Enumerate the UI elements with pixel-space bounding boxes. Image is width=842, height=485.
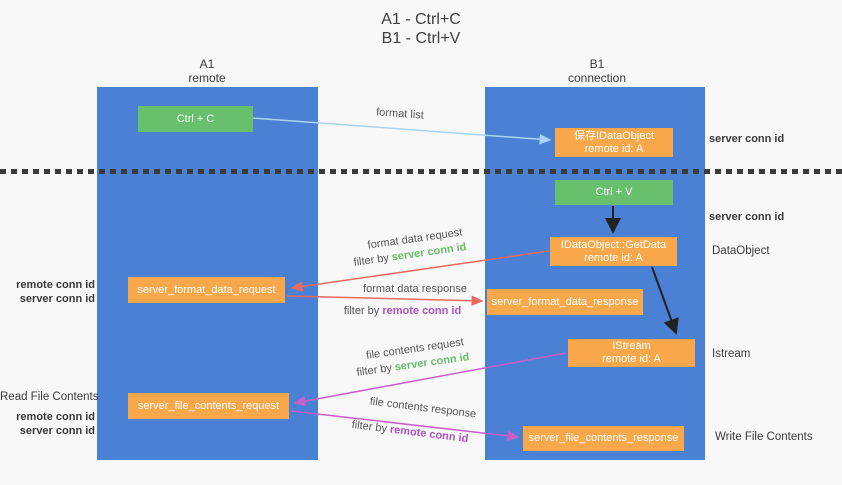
file-contents-response-filter-label: filter by remote conn id xyxy=(335,417,485,447)
ctrl-v-label: Ctrl + V xyxy=(595,186,633,198)
left-column-subtitle: remote xyxy=(188,71,226,85)
server-file-contents-request-label: server_file_contents_request xyxy=(137,399,280,412)
right-column-subtitle: connection xyxy=(567,71,627,85)
istream-line1: IStream xyxy=(612,340,651,352)
filter-by-text: filter by xyxy=(355,361,396,379)
format-data-response-filter-label: filter by remote conn id xyxy=(330,305,475,317)
save-idataobject-line2: remote id: A xyxy=(584,142,644,155)
diagram-title: A1 - Ctrl+C B1 - Ctrl+V xyxy=(0,10,842,48)
dataobject-annotation: DataObject xyxy=(712,245,770,257)
save-idataobject-line1: 保存IDataObject xyxy=(573,129,655,142)
filter-by-text: filter by xyxy=(352,251,393,269)
server-file-contents-response-label: server_file_contents_response xyxy=(528,432,679,444)
phase-separator-dotted-line xyxy=(0,169,842,174)
left-column-name: A1 xyxy=(199,57,215,71)
left-server-conn-id-bottom-label: server conn id xyxy=(19,425,95,437)
ctrl-c-node[interactable]: Ctrl + C xyxy=(138,106,253,132)
filter-by-text: filter by xyxy=(343,305,383,317)
remote-conn-id-text: remote conn id xyxy=(389,423,469,446)
left-remote-conn-id-top-label: remote conn id xyxy=(16,279,95,291)
server-file-contents-request-node[interactable]: server_file_contents_request xyxy=(128,393,289,419)
format-list-label: format list xyxy=(375,106,425,122)
file-contents-response-label: file contents response xyxy=(369,395,477,421)
title-line-2: B1 - Ctrl+V xyxy=(381,30,461,47)
write-file-contents-annotation: Write File Contents xyxy=(715,431,813,443)
left-column-header: A1 remote xyxy=(147,57,267,85)
format-data-response-label: format data response xyxy=(363,283,467,295)
server-format-data-request-label: server_format_data_request xyxy=(137,283,276,296)
left-remote-conn-id-bottom-label: remote conn id xyxy=(16,411,95,423)
getdata-line2: remote id: A xyxy=(584,251,643,264)
istream-line2: remote id: A xyxy=(602,353,661,365)
server-format-data-response-node[interactable]: server_format_data_response xyxy=(487,289,643,315)
remote-conn-id-text: remote conn id xyxy=(382,305,462,317)
server-format-data-response-label: server_format_data_response xyxy=(491,295,639,308)
title-line-1: A1 - Ctrl+C xyxy=(381,11,461,28)
filter-by-text: filter by xyxy=(351,418,391,436)
save-idataobject-node[interactable]: 保存IDataObject remote id: A xyxy=(555,128,673,157)
read-file-contents-annotation: Read File Contents xyxy=(0,391,99,403)
left-server-conn-id-top-label: server conn id xyxy=(19,293,95,305)
idataobject-getdata-node[interactable]: IDataObject::GetData remote id: A xyxy=(550,237,677,266)
right-server-conn-id-mid-label: server conn id xyxy=(709,211,785,223)
right-server-conn-id-top-label: server conn id xyxy=(709,133,785,145)
server-file-contents-response-node[interactable]: server_file_contents_response xyxy=(523,426,684,451)
server-format-data-request-node[interactable]: server_format_data_request xyxy=(128,277,285,303)
right-column-name: B1 xyxy=(589,57,605,71)
ctrl-c-label: Ctrl + C xyxy=(176,112,215,125)
ctrl-v-node[interactable]: Ctrl + V xyxy=(555,180,673,205)
istream-node[interactable]: IStream remote id: A xyxy=(568,339,695,367)
right-column-header: B1 connection xyxy=(537,57,657,85)
istream-annotation: Istream xyxy=(712,348,751,360)
getdata-line1: IDataObject::GetData xyxy=(560,238,667,251)
